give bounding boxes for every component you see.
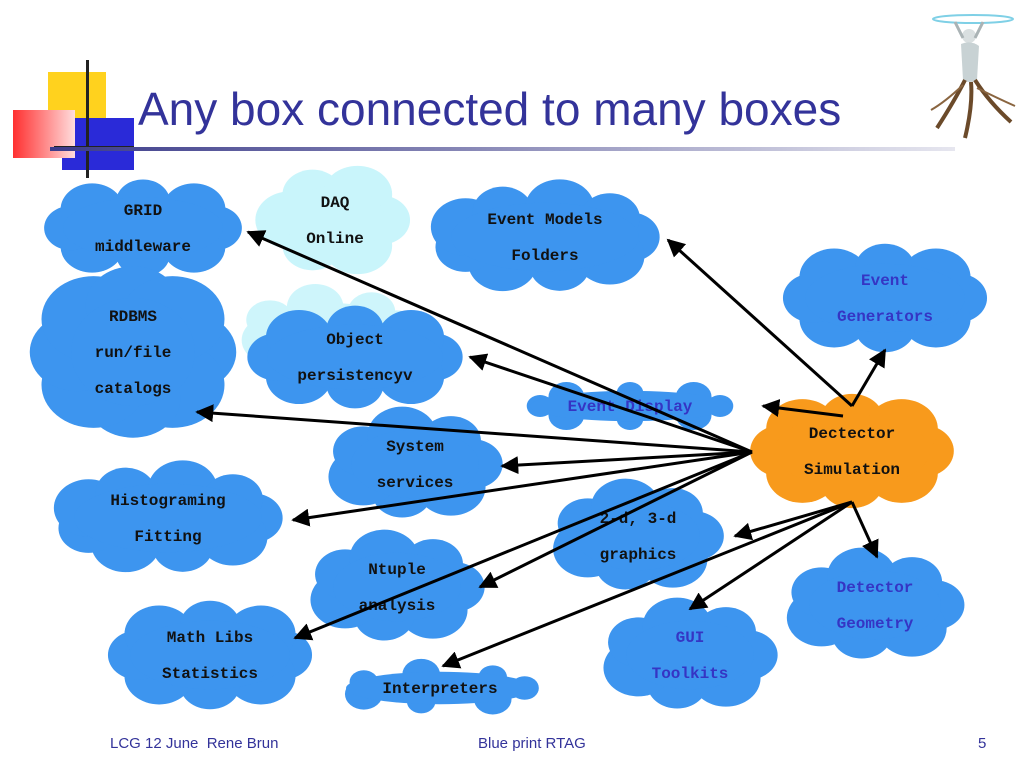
arrow-to-interpreters bbox=[441, 500, 853, 669]
node-label-ntuple-0: Ntuple bbox=[368, 561, 426, 579]
node-label-object-persistency-1: persistencyv bbox=[297, 367, 413, 385]
node-label-daq-1: Online bbox=[306, 230, 364, 248]
node-graphics: 2-d, 3-d graphics bbox=[553, 478, 724, 590]
node-label-grid-0: GRID bbox=[124, 202, 162, 220]
node-label-graphics-0: 2-d, 3-d bbox=[600, 510, 677, 528]
arrow-to-math-libs bbox=[293, 450, 753, 641]
node-label-rdbms-1: run/file bbox=[95, 344, 172, 362]
node-label-object-persistency-0: Object bbox=[326, 331, 384, 349]
arrow-to-rdbms bbox=[195, 404, 753, 454]
node-label-rdbms-0: RDBMS bbox=[109, 308, 157, 326]
page-number: 5 bbox=[978, 735, 987, 752]
node-rdbms: RDBMS run/file catalogs bbox=[29, 266, 237, 438]
node-label-histograming-1: Fitting bbox=[134, 528, 201, 546]
arrow-to-gui-toolkits bbox=[688, 500, 853, 611]
node-label-event-generators-0: Event bbox=[861, 272, 909, 290]
node-gui-toolkits: GUI Toolkits bbox=[603, 597, 778, 709]
node-label-event-models-0: Event Models bbox=[487, 211, 602, 229]
node-system-services: System services bbox=[328, 406, 503, 518]
node-label-math-libs-0: Math Libs bbox=[167, 629, 253, 647]
node-label-system-services-1: services bbox=[377, 474, 454, 492]
node-grid: GRID middleware bbox=[44, 179, 242, 277]
node-label-system-services-0: System bbox=[386, 438, 444, 456]
node-label-gui-toolkits-1: Toolkits bbox=[652, 665, 729, 683]
deco-vertical-line bbox=[86, 60, 89, 178]
node-label-rdbms-2: catalogs bbox=[95, 380, 172, 398]
node-label-detector-geometry-0: Detector bbox=[837, 579, 914, 597]
node-label-ntuple-1: analysis bbox=[359, 597, 436, 615]
title-underline bbox=[50, 147, 955, 151]
slide-title: Any box connected to many boxes bbox=[138, 83, 842, 135]
node-label-math-libs-1: Statistics bbox=[162, 665, 258, 683]
node-label-interpreters-0: Interpreters bbox=[382, 680, 497, 698]
node-ntuple: Ntuple analysis bbox=[310, 529, 485, 641]
arrow-to-event-models bbox=[666, 238, 854, 408]
arrow-to-object-persistency bbox=[468, 353, 753, 454]
arrow-to-event-display bbox=[761, 399, 844, 418]
node-label-daq-0: DAQ bbox=[321, 194, 350, 212]
node-label-event-generators-1: Generators bbox=[837, 308, 933, 326]
arrow-to-detector-geometry bbox=[850, 501, 879, 559]
node-label-graphics-1: graphics bbox=[600, 546, 677, 564]
node-label-gui-toolkits-0: GUI bbox=[676, 629, 705, 647]
node-label-histograming-0: Histograming bbox=[110, 492, 225, 510]
arrow-to-grid bbox=[246, 230, 753, 454]
node-label-grid-1: middleware bbox=[95, 238, 191, 256]
figure-logo-icon bbox=[930, 14, 1016, 139]
arrow-to-histograming bbox=[291, 450, 753, 527]
arrow-to-system-services bbox=[500, 450, 753, 475]
node-label-detector-simulation-0: Dectector bbox=[809, 425, 895, 443]
node-label-event-models-1: Folders bbox=[511, 247, 578, 265]
node-event-display: Event Display bbox=[526, 382, 734, 430]
node-label-detector-geometry-1: Geometry bbox=[837, 615, 914, 633]
node-label-detector-simulation-1: Simulation bbox=[804, 461, 900, 479]
node-interpreters: Interpreters bbox=[344, 658, 539, 715]
arrow-to-event-generators bbox=[850, 348, 887, 407]
footer-left: LCG 12 June Rene Brun bbox=[110, 735, 279, 752]
arrow-to-graphics bbox=[733, 500, 853, 541]
node-object-persistency: Object persistencyv bbox=[247, 305, 463, 409]
footer-center: Blue print RTAG bbox=[478, 735, 586, 752]
arrow-to-ntuple bbox=[478, 450, 753, 589]
node-label-event-display-0: Event Display bbox=[568, 398, 693, 416]
node-daq: DAQ Online bbox=[255, 165, 411, 275]
